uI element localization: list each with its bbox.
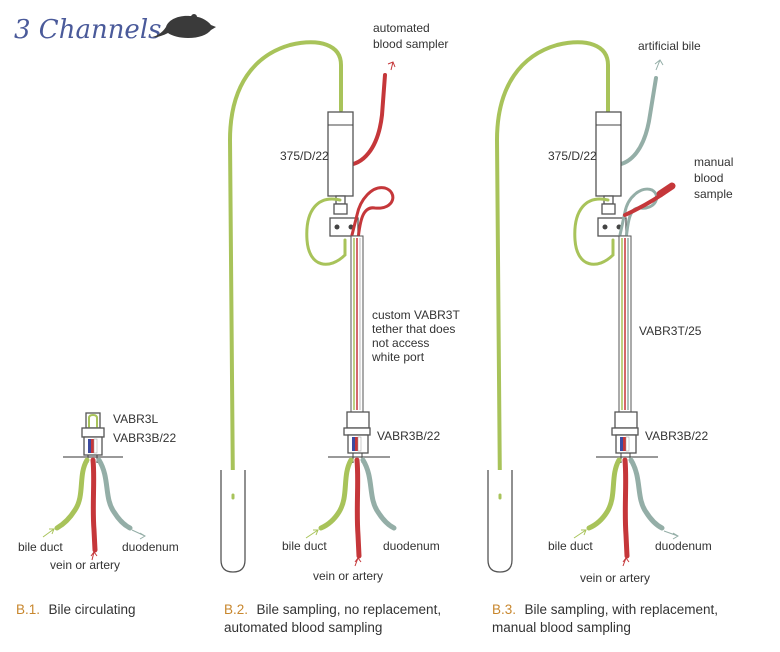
caption-number: B.1.: [16, 602, 40, 617]
label-bile-duct: bile duct: [548, 539, 593, 553]
label-duodenum: duodenum: [655, 539, 712, 553]
label-swivel: 375/D/22: [548, 149, 597, 163]
caption-line: Bile circulating: [48, 602, 135, 617]
bile-line-to-tube: [494, 40, 610, 497]
rat-silhouette-icon: [152, 14, 216, 38]
vein-catheter: [90, 457, 98, 553]
label-bile-duct: bile duct: [18, 540, 63, 554]
collection-tube: [220, 470, 246, 573]
caption-number: B.2.: [224, 602, 248, 617]
bile-duct-catheter: [54, 457, 90, 531]
label-vabr3b: VABR3B/22: [113, 431, 176, 445]
label-manual-1: manual: [694, 155, 733, 169]
label-tether-2: tether that does: [372, 322, 455, 336]
label-swivel: 375/D/22: [280, 149, 329, 163]
caption-number: B.3.: [492, 602, 516, 617]
label-vabr3t25: VABR3T/25: [639, 324, 702, 338]
label-vein-artery: vein or artery: [50, 558, 120, 572]
label-duodenum: duodenum: [122, 540, 179, 554]
caption-b3: B.3. Bile sampling, with replacement,: [492, 601, 718, 618]
label-vabr3b: VABR3B/22: [645, 429, 708, 443]
caption-b1: B.1. Bile circulating: [16, 601, 136, 618]
label-bile-duct: bile duct: [282, 539, 327, 553]
tether-clamp: [329, 217, 359, 237]
button-base-cap: [81, 427, 105, 438]
label-tether-3: not access: [372, 336, 429, 350]
label-manual-2: blood: [694, 171, 723, 185]
duodenum-catheter: [96, 457, 133, 531]
label-vabr3l: VABR3L: [113, 412, 158, 426]
collection-tube: [487, 470, 513, 573]
tether-clamp: [597, 217, 627, 237]
label-blood-sampler: blood sampler: [373, 37, 448, 51]
caption-line-2: manual blood sampling: [492, 620, 631, 635]
label-duodenum: duodenum: [383, 539, 440, 553]
label-vabr3b: VABR3B/22: [377, 429, 440, 443]
label-tether-4: white port: [371, 350, 425, 364]
panel-b2: automated blood sampler 375/D/22 custom …: [220, 21, 460, 635]
label-artificial-bile: artificial bile: [638, 39, 701, 53]
label-tether-1: custom VABR3T: [372, 308, 460, 322]
panel-b1: VABR3L VABR3B/22 bile duct vein or arter…: [16, 412, 179, 618]
caption-line-1: Bile sampling, no replacement,: [256, 602, 441, 617]
panel-b3: artificial bile 375/D/22 manual blood sa…: [487, 39, 733, 635]
label-manual-3: sample: [694, 187, 733, 201]
caption-b2: B.2. Bile sampling, no replacement,: [224, 601, 441, 618]
page-title: 3 Channels: [14, 15, 161, 45]
label-vein-artery: vein or artery: [580, 571, 650, 585]
label-vein-artery: vein or artery: [313, 569, 383, 583]
caption-line-1: Bile sampling, with replacement,: [524, 602, 718, 617]
swivel-375: [327, 111, 354, 197]
bile-line-to-tube: [227, 40, 343, 497]
label-automated: automated: [373, 21, 430, 35]
caption-line-2: automated blood sampling: [224, 620, 382, 635]
